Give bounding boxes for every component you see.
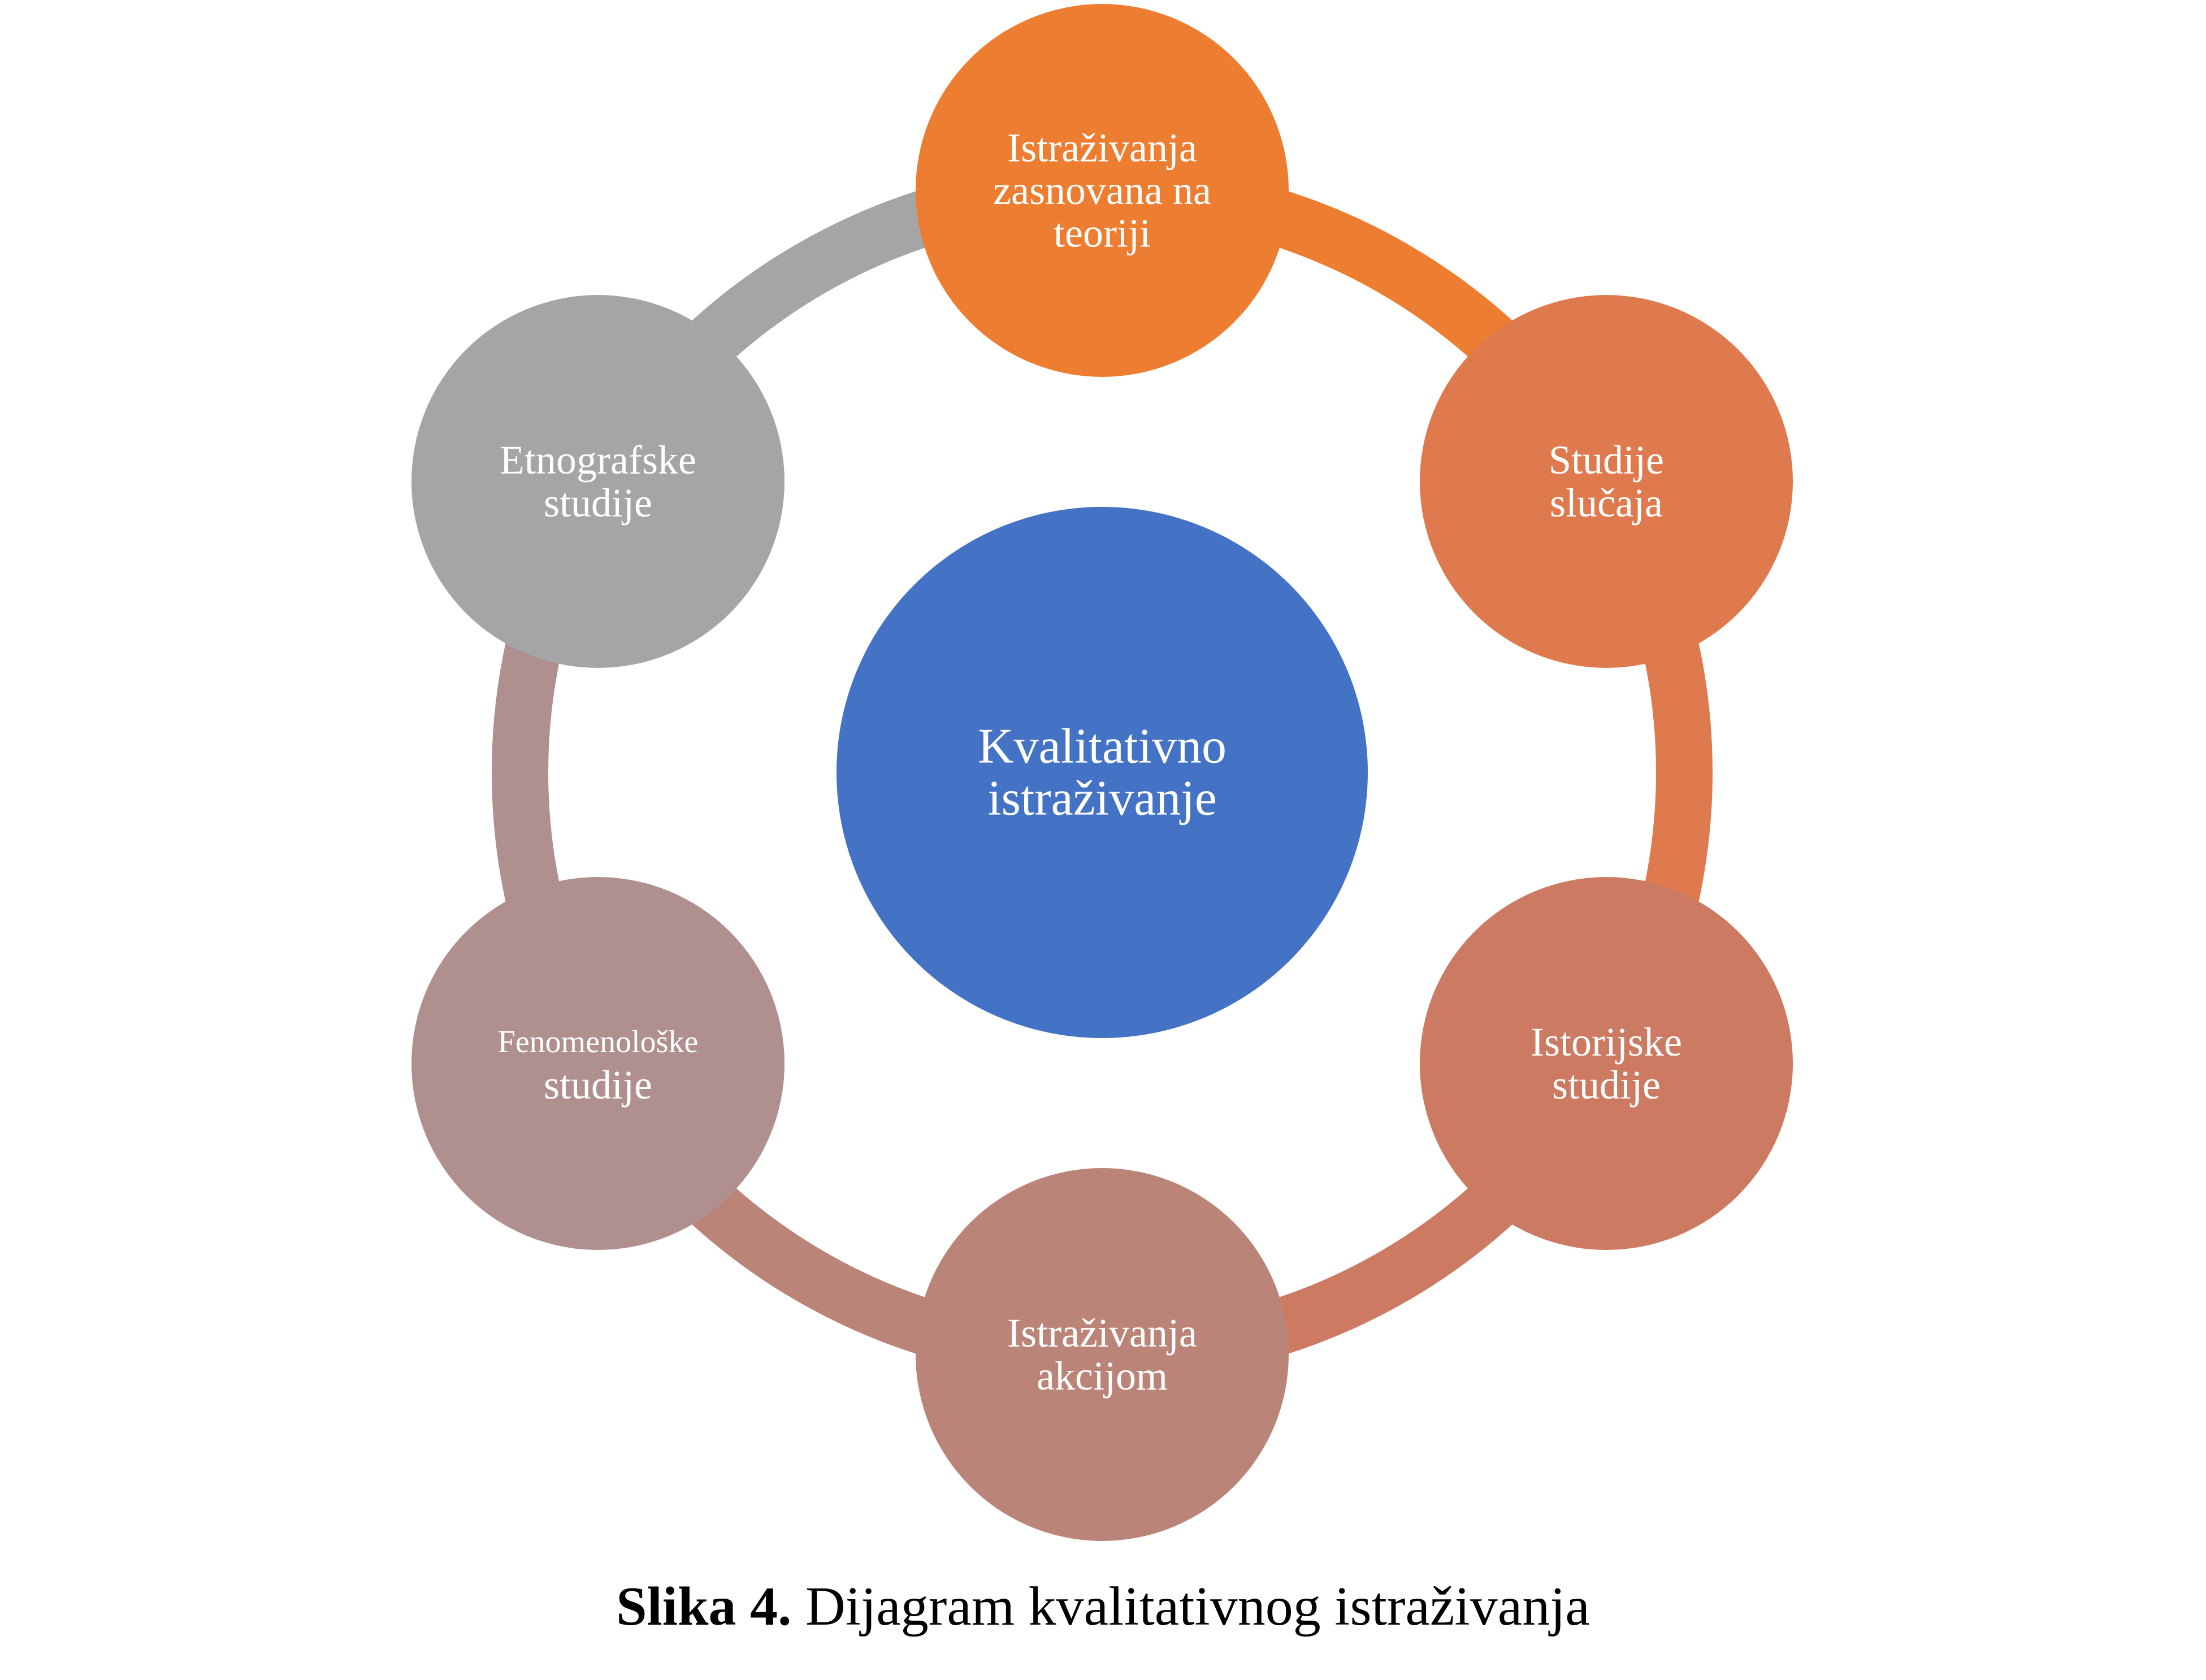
node-label-studije-slucaja-line-1: Studije [1549,437,1664,483]
node-circle-etnografske-studije [411,295,785,668]
node-label-istrazivanja-zasnovana-na-teoriji-line-1: Istraživanja [1007,125,1197,170]
node-label-istrazivanja-akcijom-line-1: Istraživanja [1007,1310,1197,1356]
node-label-istrazivanja-zasnovana-na-teoriji-line-2: zasnovana na [993,168,1211,213]
node-circle-istorijske-studije [1420,877,1793,1250]
node-label-fenomenoloske-studije-line-2: studije [544,1062,652,1108]
node-circle-fenomenoloske-studije [411,877,785,1250]
node-label-istrazivanja-akcijom-line-2: akcijom [1037,1353,1168,1399]
node-circle-studije-slucaja [1420,295,1793,668]
node-label-fenomenoloske-studije-line-1: Fenomenološke [498,1025,699,1060]
center-label-line-2: istraživanje [987,771,1217,826]
node-label-istorijske-studije-line-1: Istorijske [1531,1019,1682,1065]
node-label-etnografske-studije-line-2: studije [544,480,652,526]
center-label-line-1: Kvalitativno [978,719,1226,774]
node-label-istrazivanja-zasnovana-na-teoriji-line-3: teoriji [1054,211,1151,256]
caption-label: Slika 4. [616,1576,792,1637]
node-label-studije-slucaja-line-2: slučaja [1550,480,1663,526]
figure-caption: Slika 4. Dijagram kvalitativnog istraživ… [0,1574,2206,1640]
node-circle-istrazivanja-zasnovana-na-teoriji [916,4,1289,377]
node-label-etnografske-studije-line-1: Etnografske [500,437,696,483]
caption-text: Dijagram kvalitativnog istraživanja [791,1576,1590,1637]
node-circle-istrazivanja-akcijom [916,1168,1289,1541]
node-label-istorijske-studije-line-2: studije [1552,1062,1661,1108]
center-circle [837,507,1368,1038]
